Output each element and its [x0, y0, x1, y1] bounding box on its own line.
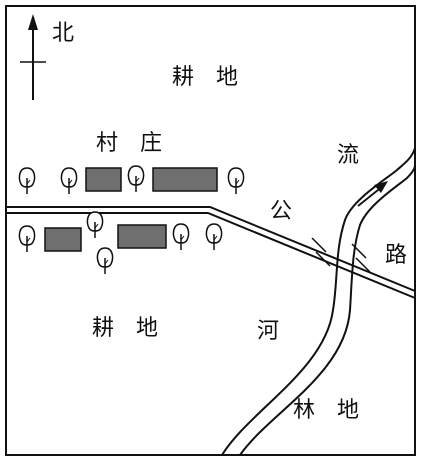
- tree-icon: [96, 247, 114, 275]
- tree-icon: [172, 223, 190, 251]
- building-icon: [117, 224, 167, 249]
- tree-icon: [18, 225, 36, 253]
- tree-icon: [127, 165, 145, 193]
- map-frame: [5, 5, 416, 456]
- flow-direction-arrow-icon: [357, 181, 388, 207]
- village-label: 村 庄: [96, 131, 162, 156]
- tree-icon: [60, 167, 78, 195]
- north-label: 北: [52, 21, 74, 46]
- road-label-2: 路: [385, 243, 407, 268]
- tree-icon: [86, 211, 104, 239]
- highway: [6, 206, 416, 299]
- building-icon: [152, 167, 218, 192]
- building-icon: [85, 167, 122, 192]
- river-label-1: 流: [337, 143, 359, 168]
- farmland-north-label: 耕 地: [172, 65, 238, 90]
- building-icon: [44, 227, 82, 252]
- river-label-2: 河: [257, 319, 279, 344]
- river: [221, 147, 416, 456]
- tree-icon: [205, 223, 223, 251]
- north-arrow-icon: [20, 14, 46, 100]
- tree-icon: [18, 167, 36, 195]
- forest-label: 林 地: [293, 398, 359, 423]
- tree-icon: [227, 167, 245, 195]
- farmland-south-label: 耕 地: [92, 316, 158, 341]
- road-label-1: 公: [270, 199, 292, 224]
